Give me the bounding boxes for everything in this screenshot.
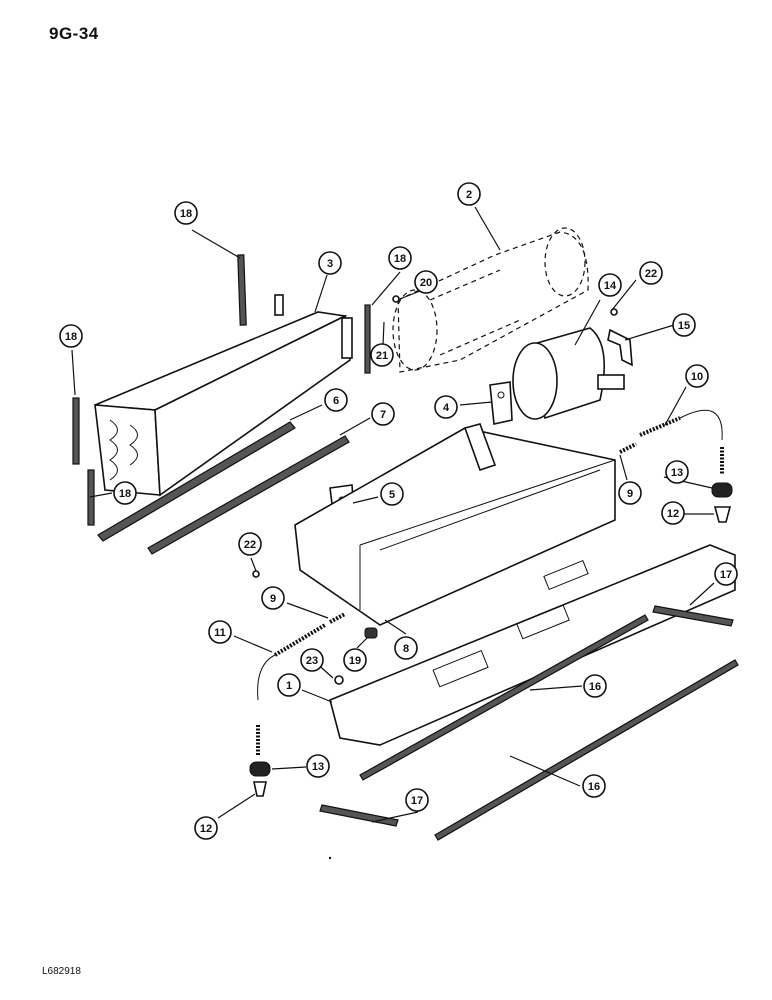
seal-strips-16-17 — [319, 605, 739, 841]
cover-plate — [329, 544, 736, 746]
callout-19[interactable]: 19 — [343, 648, 367, 672]
callout-22-top[interactable]: 22 — [639, 261, 663, 285]
callout-9-left[interactable]: 9 — [261, 586, 285, 610]
svg-text:22: 22 — [244, 539, 256, 551]
svg-text:18: 18 — [119, 488, 131, 500]
svg-text:11: 11 — [214, 627, 226, 639]
callout-13-right[interactable]: 13 — [665, 460, 689, 484]
grommets-and-plugs — [249, 295, 733, 797]
callout-17-left[interactable]: 17 — [405, 788, 429, 812]
callout-15[interactable]: 15 — [672, 313, 696, 337]
callout-14[interactable]: 14 — [598, 273, 622, 297]
svg-text:10: 10 — [691, 371, 703, 383]
svg-text:3: 3 — [327, 258, 333, 270]
callout-9-right[interactable]: 9 — [618, 481, 642, 505]
svg-text:13: 13 — [671, 467, 683, 479]
callout-8[interactable]: 8 — [394, 636, 418, 660]
svg-text:5: 5 — [389, 489, 395, 501]
svg-text:18: 18 — [180, 208, 192, 220]
svg-text:12: 12 — [667, 508, 679, 520]
callout-13-left[interactable]: 13 — [306, 754, 330, 778]
receiver-drier — [512, 327, 633, 420]
callout-6[interactable]: 6 — [324, 388, 348, 412]
callout-20[interactable]: 20 — [414, 270, 438, 294]
callout-18-top[interactable]: 18 — [174, 201, 198, 225]
callout-18-mid[interactable]: 18 — [388, 246, 412, 270]
blower-motor-phantom — [392, 227, 589, 373]
bracket-4 — [489, 381, 513, 425]
stray-dot — [328, 856, 332, 860]
housing-tray — [294, 423, 616, 626]
callout-1[interactable]: 1 — [277, 673, 301, 697]
svg-text:8: 8 — [403, 643, 409, 655]
svg-text:16: 16 — [588, 781, 600, 793]
callout-21[interactable]: 21 — [370, 343, 394, 367]
svg-text:17: 17 — [411, 795, 423, 807]
svg-text:6: 6 — [333, 395, 339, 407]
svg-text:15: 15 — [678, 320, 690, 332]
callout-22-mid[interactable]: 22 — [238, 532, 262, 556]
svg-text:16: 16 — [589, 681, 601, 693]
drain-hoses-springs — [256, 409, 724, 755]
callout-7[interactable]: 7 — [371, 402, 395, 426]
svg-text:9: 9 — [627, 488, 633, 500]
figure-id: L682918 — [42, 966, 81, 977]
callout-17-right[interactable]: 17 — [714, 562, 738, 586]
callout-16-upper[interactable]: 16 — [583, 674, 607, 698]
svg-text:19: 19 — [349, 655, 361, 667]
callout-3[interactable]: 3 — [318, 251, 342, 275]
svg-text:1: 1 — [286, 680, 292, 692]
svg-text:4: 4 — [443, 402, 450, 414]
seal-strips-6-7 — [97, 421, 350, 555]
svg-text:18: 18 — [65, 331, 77, 343]
svg-text:17: 17 — [720, 569, 732, 581]
callout-23[interactable]: 23 — [300, 648, 324, 672]
callout-12-left[interactable]: 12 — [194, 816, 218, 840]
seal-strips-18 — [72, 254, 371, 526]
svg-text:20: 20 — [420, 277, 432, 289]
svg-text:2: 2 — [466, 189, 472, 201]
callout-11[interactable]: 11 — [208, 620, 232, 644]
heater-core — [94, 294, 353, 497]
svg-text:14: 14 — [604, 280, 617, 292]
callout-10[interactable]: 10 — [685, 364, 709, 388]
svg-text:18: 18 — [394, 253, 406, 265]
svg-text:12: 12 — [200, 823, 212, 835]
callout-16-lower[interactable]: 16 — [582, 774, 606, 798]
svg-text:7: 7 — [380, 409, 386, 421]
svg-text:21: 21 — [376, 350, 388, 362]
callout-18-left[interactable]: 18 — [59, 324, 83, 348]
callout-2[interactable]: 2 — [457, 182, 481, 206]
callout-5[interactable]: 5 — [380, 482, 404, 506]
callout-18-bottom[interactable]: 18 — [113, 481, 137, 505]
callout-4[interactable]: 4 — [434, 395, 458, 419]
svg-text:22: 22 — [645, 268, 657, 280]
page-code: 9G-34 — [49, 24, 99, 43]
svg-text:9: 9 — [270, 593, 276, 605]
svg-text:23: 23 — [306, 655, 318, 667]
callout-12-right[interactable]: 12 — [661, 501, 685, 525]
svg-text:13: 13 — [312, 761, 324, 773]
